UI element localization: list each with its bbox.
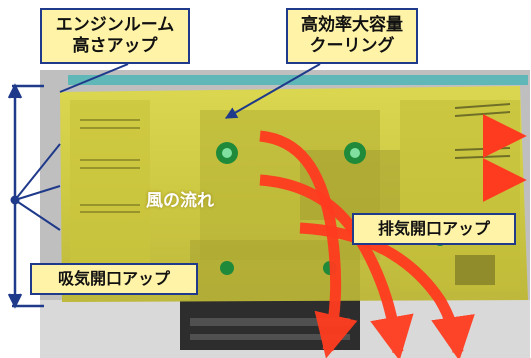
exhaust-arrow-left (259, 130, 358, 358)
airflow-arrows (40, 114, 527, 358)
callout-cooling-line2: クーリング (309, 36, 395, 56)
callout-high-efficiency-cooling: 高効率大容量 クーリング (286, 8, 418, 64)
exhaust-arrow-center (259, 174, 414, 358)
callout-exhaust-text: 排気開口アップ (377, 219, 490, 238)
airflow-label: 風の流れ (146, 191, 214, 211)
callout-cooling-line1: 高効率大容量 (301, 14, 403, 35)
leader-lines (10, 63, 321, 231)
callout-intake-text: 吸気開口アップ (57, 269, 170, 288)
callout-engine-room-height: エンジンルーム 高さアップ (40, 8, 190, 64)
roof-strip (68, 75, 528, 85)
callout-engine-line1: エンジンルーム (55, 14, 175, 35)
callout-exhaust-opening: 排気開口アップ (352, 213, 516, 245)
callout-engine-line2: 高さアップ (72, 36, 158, 56)
callout-intake-opening: 吸気開口アップ (30, 263, 198, 295)
exhaust-arrow-right (299, 222, 475, 358)
